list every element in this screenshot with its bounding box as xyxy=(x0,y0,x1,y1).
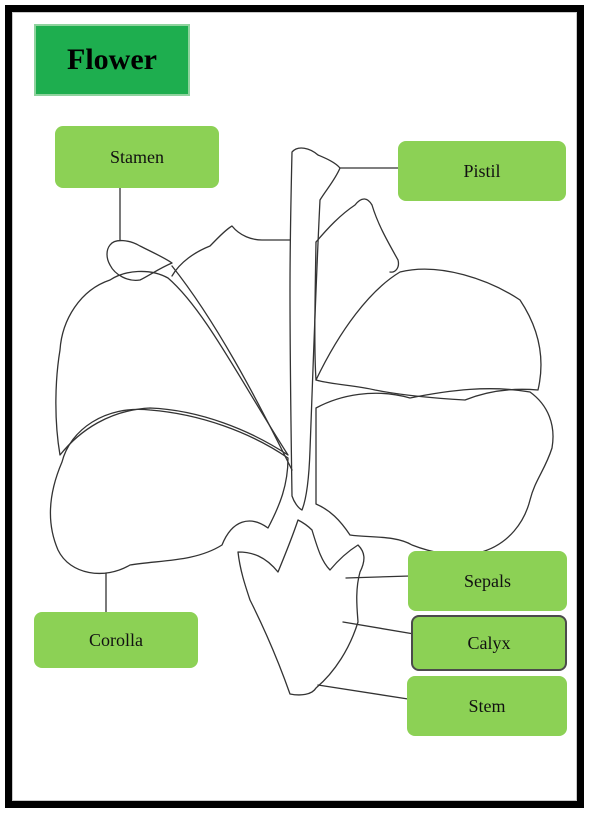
calyx-sepals xyxy=(238,520,364,695)
sepals-leader-line xyxy=(346,576,410,578)
corolla-label: Corolla xyxy=(34,612,198,668)
corolla-petal-back xyxy=(172,226,290,276)
corolla-petal-back-right xyxy=(316,199,398,272)
stamen-anther xyxy=(107,241,172,281)
corolla-petal-right-upper xyxy=(316,269,541,400)
calyx-label: Calyx xyxy=(411,615,567,671)
corolla-petal-left-upper xyxy=(56,271,288,455)
page-title: Flower xyxy=(67,43,157,77)
pistil-label: Pistil xyxy=(398,141,566,201)
stamen-filament xyxy=(172,266,292,470)
stamen-label: Stamen xyxy=(55,126,219,188)
stem-leader-line xyxy=(318,685,408,699)
calyx-leader-line xyxy=(343,622,414,634)
title-box: Flower xyxy=(34,24,190,96)
sepals-label: Sepals xyxy=(408,551,567,611)
corolla-petal-left-lower xyxy=(50,409,288,573)
stem-label: Stem xyxy=(407,676,567,736)
corolla-petal-right-lower xyxy=(316,389,553,555)
